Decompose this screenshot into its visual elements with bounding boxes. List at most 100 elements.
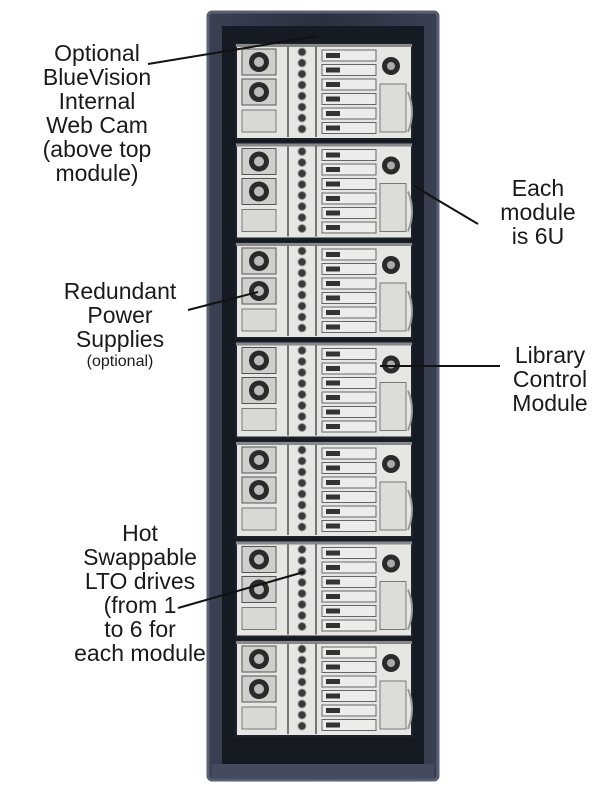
callout-drives-line-3: LTO drives <box>84 568 196 594</box>
lto-drive-bay <box>321 64 377 76</box>
power-supply-fan-hub <box>254 156 264 167</box>
lto-drive-bay <box>321 391 377 404</box>
lto-drive-bay <box>321 462 377 474</box>
lto-drive-connector <box>326 579 340 585</box>
lto-drive-bay <box>321 619 377 632</box>
lto-drive-connector <box>326 523 340 529</box>
callout-module-size-line-3: is 6U <box>511 223 565 249</box>
callout-power-line-1: Redundant <box>63 278 177 304</box>
connector-port <box>297 655 307 665</box>
power-supply-blank <box>241 209 277 232</box>
lto-drive-bay <box>321 93 377 105</box>
module-side-panel <box>379 183 407 232</box>
module-cable <box>407 91 413 133</box>
module-side-panel <box>379 581 407 630</box>
power-supply-blank <box>241 308 277 332</box>
lto-drive-bay <box>321 476 377 489</box>
rack-cabinet-base <box>212 764 434 778</box>
connector-port <box>297 489 307 499</box>
lto-drive-connector <box>326 380 340 386</box>
lto-drive-connector <box>326 111 340 116</box>
module-fan-hub <box>387 360 395 369</box>
power-supply-fan-hub <box>254 455 264 465</box>
connector-port <box>297 312 307 322</box>
connector-port <box>297 556 307 565</box>
power-supply-blank <box>241 408 277 431</box>
module-top-rail <box>236 541 412 545</box>
lto-drive-connector <box>326 623 340 628</box>
lto-drive-bay <box>321 406 377 418</box>
lto-drive-connector <box>326 67 340 73</box>
connector-port <box>297 301 307 311</box>
connector-port <box>297 158 307 167</box>
power-supply-fan-hub <box>254 355 264 366</box>
module-cable <box>407 489 413 531</box>
power-supply-fan-hub <box>254 684 264 694</box>
lto-drive-connector <box>326 324 340 330</box>
lto-drive-connector <box>326 708 340 713</box>
lto-drive-connector <box>326 266 340 272</box>
lto-drive-connector <box>326 366 340 371</box>
lto-drive-connector <box>326 594 340 599</box>
lto-drive-connector <box>326 465 340 471</box>
callout-webcam-line-2: BlueVision <box>42 64 152 90</box>
lto-drive-bay <box>321 107 377 120</box>
connector-port <box>297 710 307 720</box>
callout-webcam-line-6: module) <box>55 160 139 186</box>
callout-control-line-2: Control <box>512 366 588 392</box>
callout-webcam-line-3: Internal <box>58 88 136 114</box>
connector-port <box>297 423 307 432</box>
callout-drives-line-5: to 6 for <box>104 616 176 642</box>
lto-drive-bay <box>321 149 377 161</box>
connector-port <box>297 368 307 377</box>
connector-port <box>297 290 307 300</box>
module-cable <box>407 390 413 431</box>
module-cable <box>407 191 413 232</box>
power-supply-fan-hub <box>254 584 264 595</box>
module-fan-hub <box>387 559 395 568</box>
lto-drive-connector <box>326 96 340 102</box>
connector-port <box>297 511 307 521</box>
library-module <box>235 142 413 240</box>
connector-port <box>297 113 307 123</box>
library-module <box>235 640 413 737</box>
callout-power-note: (optional) <box>86 353 154 370</box>
power-supply-fan-hub <box>254 654 264 664</box>
connector-port <box>297 478 307 488</box>
module-top-rail <box>236 442 412 445</box>
connector-port <box>297 379 307 388</box>
connector-port <box>297 124 307 134</box>
library-module <box>235 242 413 339</box>
lto-drive-connector <box>326 395 340 400</box>
lto-drive-connector <box>326 451 340 456</box>
connector-port <box>297 412 307 421</box>
callout-power-line-3: Supplies <box>75 326 165 352</box>
lto-drive-bay <box>321 377 377 389</box>
lto-drive-bay <box>321 207 377 219</box>
lto-drive-connector <box>326 565 340 570</box>
power-supply-blank <box>241 109 277 133</box>
lto-drive-bay <box>321 576 377 588</box>
lto-drive-bay <box>321 277 377 290</box>
connector-port <box>297 500 307 510</box>
lto-drive-bay <box>321 491 377 503</box>
lto-drive-connector <box>326 125 340 131</box>
callout-control: Library Control Module <box>494 343 606 415</box>
rack-modules <box>235 43 413 737</box>
module-cable <box>407 589 413 630</box>
lto-drive-bay <box>321 561 377 574</box>
module-fan-hub <box>387 62 395 70</box>
connector-port <box>297 69 307 79</box>
connector-port <box>297 346 307 355</box>
connector-port <box>297 467 307 477</box>
connector-port <box>297 147 307 156</box>
connector-port <box>297 180 307 189</box>
lto-drive-connector <box>326 281 340 286</box>
connector-port <box>297 578 307 587</box>
lto-drive-connector <box>326 693 340 699</box>
connector-port <box>297 456 307 466</box>
library-module <box>235 441 413 538</box>
lto-drive-bay <box>321 547 377 559</box>
connector-port <box>297 102 307 112</box>
leader-line-power <box>187 291 259 311</box>
